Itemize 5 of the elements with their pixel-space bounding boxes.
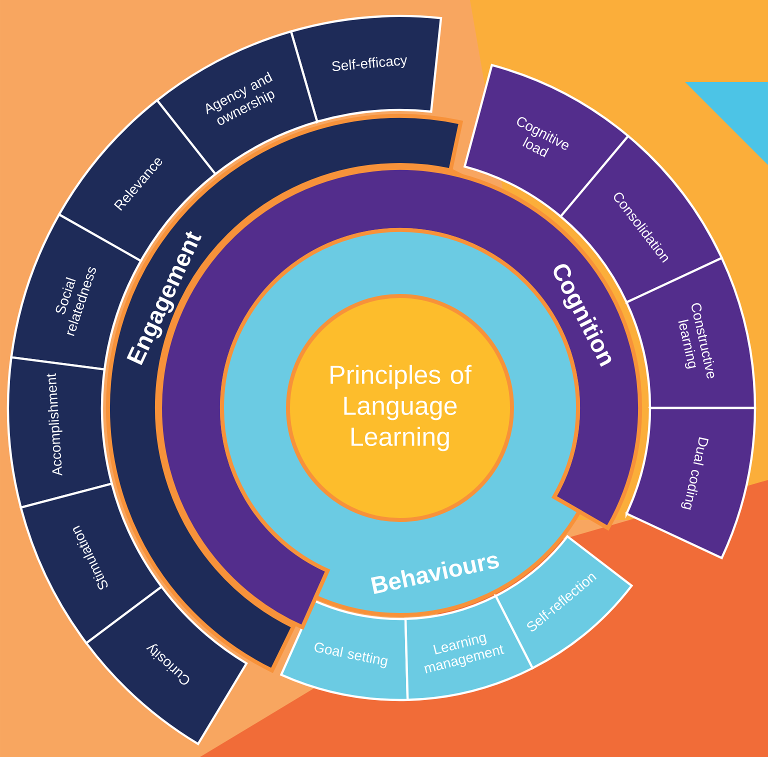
ring-segment: Accomplishment	[6, 356, 113, 509]
ring-segment: Goal setting	[280, 600, 409, 702]
node-label: Constructive learning	[678, 303, 714, 378]
ring-segment: Dual coding	[625, 406, 756, 560]
ring-segment: Self-efficacy	[290, 14, 442, 123]
